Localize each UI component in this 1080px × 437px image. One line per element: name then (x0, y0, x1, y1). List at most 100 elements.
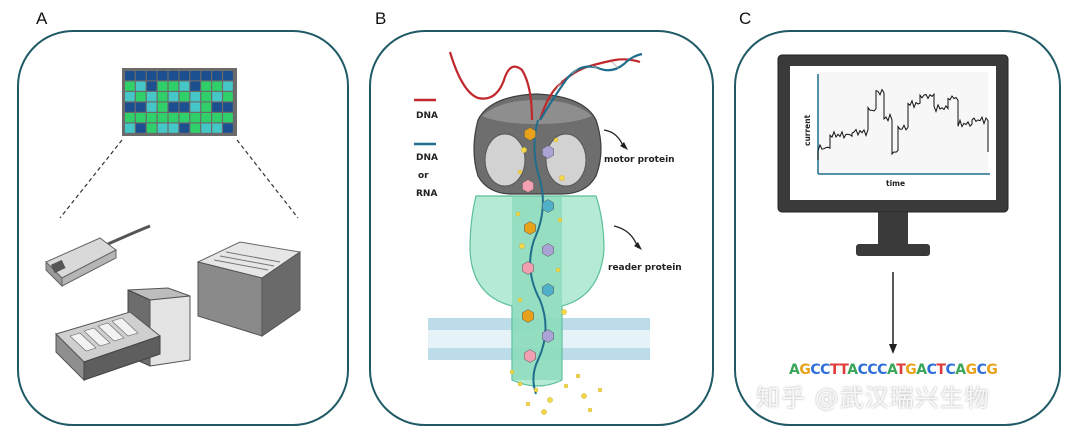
grid-cell (146, 71, 157, 81)
grid-cell (157, 123, 168, 133)
grid-cell (135, 71, 146, 81)
grid-cell (179, 92, 190, 102)
grid-cell (190, 92, 201, 102)
label-reader-protein: reader protein (608, 263, 682, 273)
grid-cell (125, 71, 135, 81)
nucleotide-hexagon (522, 261, 534, 275)
grid-cell (125, 81, 135, 91)
ion-dot (517, 381, 523, 387)
ion-dot (515, 211, 521, 217)
ion-dot (517, 297, 523, 303)
ion-dot (559, 175, 565, 181)
nucleotide-hexagon (542, 283, 554, 297)
grid-cell (190, 81, 201, 91)
multi-flowcell-device (55, 287, 191, 382)
grid-cell (201, 92, 211, 102)
grid-cell (125, 102, 135, 112)
label-motor-protein: motor protein (604, 155, 675, 165)
nucleotide-hexagon (522, 179, 534, 193)
grid-cell (157, 92, 168, 102)
grid-cell (146, 81, 157, 91)
sequence-base: T (829, 362, 840, 378)
nucleotide-hexagon (524, 127, 536, 141)
sequence-base: C (867, 362, 878, 378)
grid-cell (223, 81, 233, 91)
grid-cell (125, 113, 135, 123)
grid-cell (146, 123, 157, 133)
plot-xlabel: time (886, 179, 905, 188)
sequence-base: A (955, 362, 966, 378)
ion-dot (581, 393, 587, 399)
ion-dot (587, 407, 593, 413)
nucleotide-hexagon (522, 309, 534, 323)
nucleotide-hexagon (524, 349, 536, 363)
panel-letter-b: B (375, 9, 387, 28)
watermark: 知乎 @武汉瑞兴生物 (756, 384, 990, 412)
grid-cell (168, 92, 179, 102)
grid-cell (190, 71, 201, 81)
grid-cell (223, 102, 233, 112)
ion-dot (541, 409, 547, 415)
grid-cell (146, 113, 157, 123)
grid-cell (135, 113, 146, 123)
sequence-base: A (847, 362, 858, 378)
benchtop-sequencer (196, 241, 302, 337)
ion-dots (509, 137, 603, 415)
arrow-reader (613, 225, 639, 249)
dna-strand-red (448, 51, 534, 121)
grid-cell (190, 102, 201, 112)
nucleotide-hexagon (542, 329, 554, 343)
grid-cell (157, 81, 168, 91)
ion-dot (517, 169, 523, 175)
ion-dot (597, 387, 603, 393)
sequence-base: G (905, 362, 917, 378)
grid-cell (146, 92, 157, 102)
grid-cell (223, 113, 233, 123)
plot-ylabel: current (803, 114, 812, 146)
nucleotide-hexagon (542, 199, 554, 213)
grid-cell (179, 81, 190, 91)
grid-cell (212, 123, 222, 133)
label-dna-or-rna-2: or (418, 171, 429, 181)
grid-cell (190, 123, 201, 133)
panel-b-frame (369, 30, 714, 426)
grid-cell (201, 71, 211, 81)
grid-cell (212, 71, 222, 81)
grid-cell (179, 113, 190, 123)
basecalled-sequence: AGCCTTACCCATGACTCAGCG (789, 362, 998, 378)
arrow-reader-head (634, 242, 642, 250)
grid-cell (168, 71, 179, 81)
grid-cell (125, 92, 135, 102)
panel-a-frame (17, 30, 349, 426)
current-trace-line (817, 88, 989, 160)
grid-cell (201, 113, 211, 123)
panel-c-frame (734, 30, 1061, 426)
grid-cell (168, 113, 179, 123)
grid-cell (125, 123, 135, 133)
grid-cell (157, 71, 168, 81)
nucleotide-hexagons (522, 127, 554, 363)
grid-cell (212, 81, 222, 91)
motor-protein (473, 93, 602, 195)
grid-cell (179, 71, 190, 81)
sequence-base: T (896, 362, 906, 378)
dashed-connector-left (59, 139, 123, 219)
grid-cell (168, 81, 179, 91)
sequence-base: C (820, 362, 830, 378)
sequence-base: C (976, 362, 987, 378)
ion-dot (557, 217, 563, 223)
label-dna: DNA (416, 111, 438, 121)
ion-dot (521, 147, 527, 153)
grid-cell (212, 102, 222, 112)
double-helix (538, 52, 643, 121)
ion-dot (509, 369, 515, 375)
sequence-base: C (926, 362, 937, 378)
ion-dot (555, 267, 561, 273)
current-trace-plot: current time (803, 72, 990, 188)
ion-dot (547, 397, 553, 403)
sequence-base: G (986, 362, 998, 378)
sequence-base: A (886, 362, 897, 378)
grid-cell (146, 102, 157, 112)
nucleotide-hexagon (542, 243, 554, 257)
sequence-base: C (945, 362, 956, 378)
